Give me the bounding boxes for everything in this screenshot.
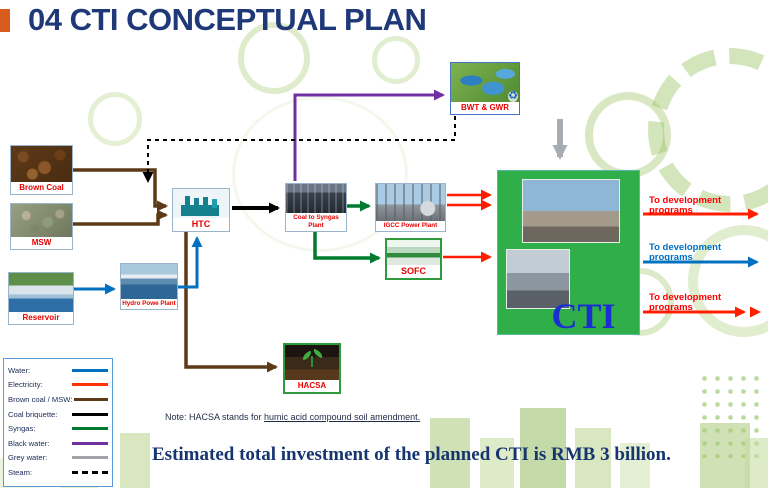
legend-line-sample (72, 470, 108, 474)
node-bwt-gwr: ♻ BWT & GWR (450, 62, 520, 115)
brown-coal-label: Brown Coal (11, 182, 72, 194)
hacsa-image (285, 345, 339, 380)
node-sofc: SOFC (385, 238, 442, 280)
arrow-browncoal-to-htc (72, 168, 168, 212)
investment-statement: Estimated total investment of the planne… (152, 444, 671, 465)
arrow-syngas-to-sofc (313, 232, 381, 264)
legend-row: Coal briquette: (8, 407, 108, 422)
legend-label: Coal briquette: (8, 409, 58, 419)
node-cti: CTI (497, 170, 640, 335)
htc-label: HTC (173, 217, 229, 231)
output-label-1: To development programs (649, 195, 722, 217)
node-hacsa: HACSA (283, 343, 341, 394)
syngas-plant-label: Coal to Syngas Plant (286, 213, 346, 231)
page-title: 04 CTI CONCEPTUAL PLAN (28, 2, 427, 37)
legend-line-sample (72, 383, 108, 387)
arrow-steam-bwt-to-htc (142, 116, 456, 183)
legend-label: Black water: (8, 438, 50, 448)
recycle-icon: ♻ (508, 90, 518, 102)
hacsa-note: Note: HACSA stands for humic acid compou… (165, 412, 420, 422)
title-accent-bar (0, 9, 10, 32)
arrow-htc-to-hacsa (184, 232, 278, 373)
node-htc: HTC (172, 188, 230, 232)
legend-line-sample (72, 412, 108, 416)
legend-label: Electricity: (8, 380, 43, 390)
legend-line-sample (72, 441, 108, 445)
output-label-3: To development programs (649, 292, 722, 314)
legend-row: Brown coal / MSW: (8, 392, 108, 407)
legend-label: Brown coal / MSW: (8, 394, 73, 404)
igcc-image (376, 184, 445, 222)
bg-building (120, 433, 150, 488)
bg-circle-6 (372, 36, 420, 84)
note-prefix: Note: HACSA stands for (165, 412, 265, 422)
arrow-hydro-to-htc (178, 236, 203, 289)
bg-circle-5 (88, 92, 142, 146)
node-msw: MSW (10, 203, 73, 250)
htc-image (173, 189, 229, 218)
legend-row: Steam: (8, 465, 108, 480)
reservoir-image (9, 273, 73, 312)
legend-row: Grey water: (8, 451, 108, 466)
sofc-label: SOFC (387, 264, 440, 278)
legend-label: Syngas: (8, 424, 36, 434)
legend-label: Steam: (8, 467, 33, 477)
node-igcc-power-plant: IGCC Power Plant (375, 183, 446, 232)
hydro-power-plant-label: Hydro Powe Plant (121, 299, 177, 309)
msw-image (11, 204, 72, 237)
hydro-power-plant-image (121, 264, 177, 300)
output-label-2: To development programs (649, 242, 722, 264)
node-coal-to-syngas-plant: Coal to Syngas Plant (285, 183, 347, 232)
node-reservoir: Reservoir (8, 272, 74, 325)
node-hydro-power-plant: Hydro Powe Plant (120, 263, 178, 310)
legend-line-sample (74, 397, 108, 401)
legend-label: Grey water: (8, 453, 48, 463)
bwt-gwr-label: BWT & GWR (451, 102, 519, 114)
brown-coal-image (11, 146, 72, 182)
bg-gear-circle (648, 48, 768, 212)
legend-line-sample (72, 456, 108, 460)
cti-photo-left (506, 249, 570, 309)
bg-skyline (0, 396, 768, 488)
bwt-gwr-image: ♻ (451, 63, 519, 102)
msw-label: MSW (11, 237, 72, 249)
legend-row: Water: (8, 363, 108, 378)
legend-label: Water: (8, 365, 31, 375)
legend-row: Syngas: (8, 421, 108, 436)
legend-line-sample (72, 368, 108, 372)
sofc-image (387, 240, 440, 265)
legend-line-sample (72, 427, 108, 431)
legend-row: Electricity: (8, 378, 108, 393)
hacsa-label: HACSA (285, 380, 339, 392)
node-brown-coal: Brown Coal (10, 145, 73, 195)
reservoir-label: Reservoir (9, 312, 73, 324)
cti-label: CTI (551, 296, 616, 336)
arrow-msw-to-htc (72, 209, 168, 226)
cti-photo-top (522, 179, 620, 243)
legend-row: Black water: (8, 436, 108, 451)
bg-circle-1 (585, 92, 671, 178)
syngas-plant-image (286, 184, 346, 214)
arrow-blackwater-to-bwt (293, 89, 445, 181)
igcc-label: IGCC Power Plant (376, 221, 445, 231)
legend: Water: Electricity: Brown coal / MSW: Co… (3, 358, 113, 487)
note-term: humic acid compound soil amendment. (264, 412, 421, 422)
